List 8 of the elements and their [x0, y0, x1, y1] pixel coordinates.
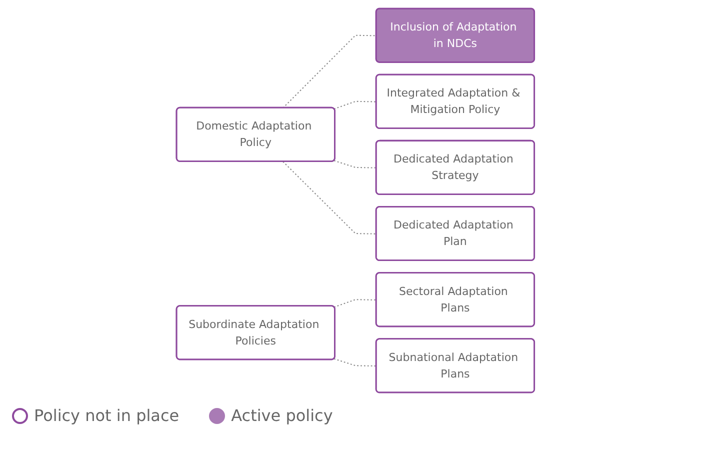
connector — [282, 34, 376, 108]
connector — [334, 160, 376, 168]
legend-label: Active policy — [231, 406, 333, 425]
legend-label: Policy not in place — [34, 406, 180, 425]
connector — [282, 160, 376, 234]
connector — [334, 358, 376, 366]
connector — [334, 100, 376, 109]
connector — [334, 298, 376, 308]
